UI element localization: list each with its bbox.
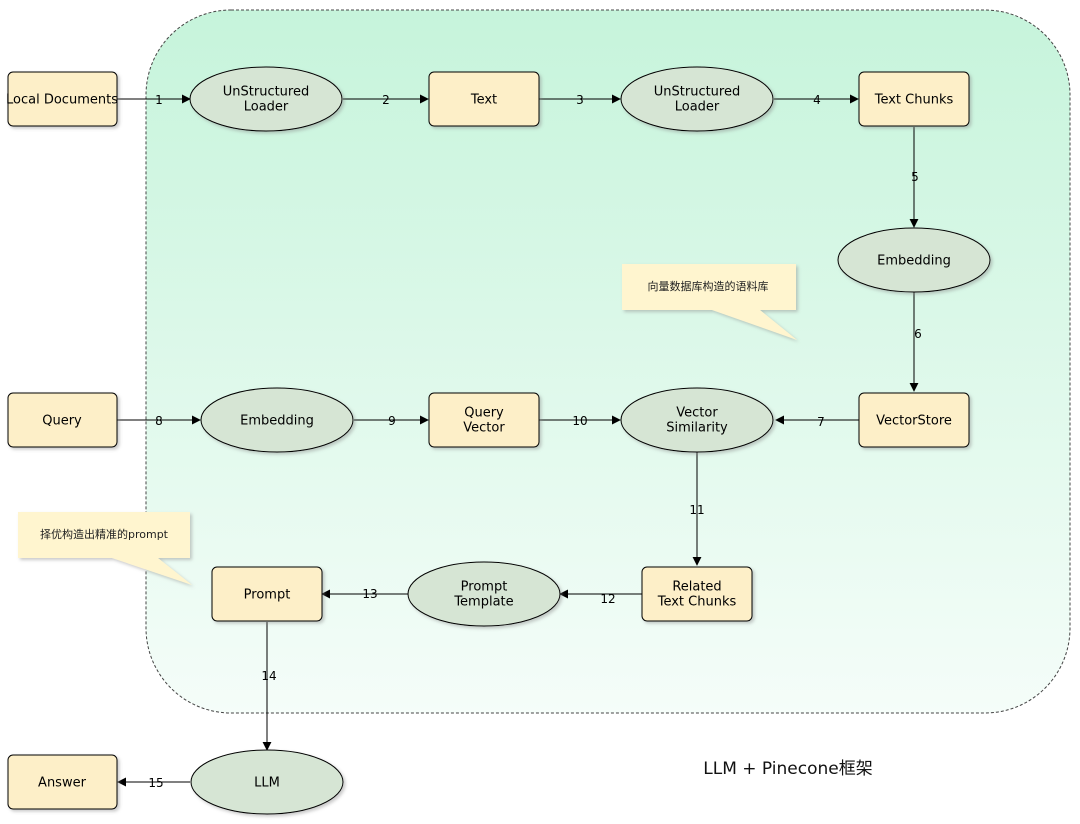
node-prompt[interactable]: Prompt bbox=[211, 566, 323, 622]
node-label-line1: Query bbox=[464, 406, 504, 421]
edge-label-14: 14 bbox=[261, 669, 276, 683]
edge-labels: 1 2 3 4 5 6 7 8 9 10 11 12 13 14 15 bbox=[148, 93, 921, 790]
node-label-line2: Template bbox=[453, 595, 513, 610]
node-label: Query bbox=[42, 414, 82, 429]
node-vectorstore[interactable]: VectorStore bbox=[858, 392, 970, 448]
node-unstructured-loader-1[interactable]: UnStructured Loader bbox=[189, 66, 343, 132]
node-local-documents[interactable]: Local Documents bbox=[6, 71, 118, 127]
node-embedding-1[interactable]: Embedding bbox=[837, 227, 991, 293]
node-text-chunks[interactable]: Text Chunks bbox=[858, 71, 970, 127]
node-label: VectorStore bbox=[876, 414, 952, 429]
node-label-line2: Loader bbox=[675, 100, 720, 115]
edge-label-5: 5 bbox=[911, 170, 919, 184]
edge-label-6: 6 bbox=[914, 327, 922, 341]
callout-corpus: 向量数据库构造的语料库 bbox=[622, 264, 797, 340]
node-label-line2: Loader bbox=[244, 100, 289, 115]
node-label-line1: UnStructured bbox=[223, 85, 309, 100]
node-label: Embedding bbox=[877, 254, 951, 269]
node-label: LLM bbox=[254, 776, 280, 791]
node-label: Text bbox=[470, 93, 497, 108]
node-llm[interactable]: LLM bbox=[190, 749, 344, 815]
node-text[interactable]: Text bbox=[428, 71, 540, 127]
edge-label-9: 9 bbox=[388, 414, 396, 428]
nodes: Local Documents UnStructured Loader Text… bbox=[6, 66, 991, 815]
edge-label-1: 1 bbox=[155, 93, 163, 107]
node-label: Text Chunks bbox=[874, 93, 954, 108]
node-label-line1: Related bbox=[672, 580, 721, 595]
node-label-line2: Text Chunks bbox=[657, 595, 737, 610]
node-label-line2: Similarity bbox=[666, 421, 728, 436]
node-label-line1: Vector bbox=[676, 406, 718, 421]
edge-label-10: 10 bbox=[572, 414, 587, 428]
node-related-text-chunks[interactable]: Related Text Chunks bbox=[641, 566, 753, 622]
edge-label-7: 7 bbox=[817, 415, 825, 429]
edge-label-15: 15 bbox=[148, 776, 163, 790]
callout-prompt: 择优构造出精准的prompt bbox=[18, 512, 192, 585]
node-answer[interactable]: Answer bbox=[7, 754, 118, 810]
edge-label-8: 8 bbox=[155, 414, 163, 428]
edge-label-12: 12 bbox=[600, 592, 615, 606]
node-label-line2: Vector bbox=[463, 421, 505, 436]
node-vector-similarity[interactable]: Vector Similarity bbox=[620, 387, 774, 453]
node-query-vector[interactable]: Query Vector bbox=[428, 392, 540, 448]
node-label: Answer bbox=[38, 776, 87, 791]
pipeline-region bbox=[145, 9, 1071, 714]
edge-label-3: 3 bbox=[576, 93, 584, 107]
callout-corpus-text: 向量数据库构造的语料库 bbox=[648, 279, 769, 293]
callout-prompt-text: 择优构造出精准的prompt bbox=[40, 527, 169, 541]
node-unstructured-loader-2[interactable]: UnStructured Loader bbox=[620, 66, 774, 132]
node-label-line1: UnStructured bbox=[654, 85, 740, 100]
edges bbox=[117, 94, 919, 787]
edge-label-11: 11 bbox=[689, 503, 704, 517]
node-label: Prompt bbox=[244, 588, 291, 603]
node-embedding-2[interactable]: Embedding bbox=[200, 387, 354, 453]
node-label-line1: Prompt bbox=[461, 580, 508, 595]
node-query[interactable]: Query bbox=[7, 392, 118, 448]
edge-label-2: 2 bbox=[382, 93, 390, 107]
node-label: Local Documents bbox=[6, 93, 118, 108]
edge-label-4: 4 bbox=[813, 93, 821, 107]
node-prompt-template[interactable]: Prompt Template bbox=[407, 561, 561, 627]
node-label: Embedding bbox=[240, 414, 314, 429]
diagram-caption: LLM + Pinecone框架 bbox=[703, 759, 872, 779]
edge-label-13: 13 bbox=[362, 587, 377, 601]
